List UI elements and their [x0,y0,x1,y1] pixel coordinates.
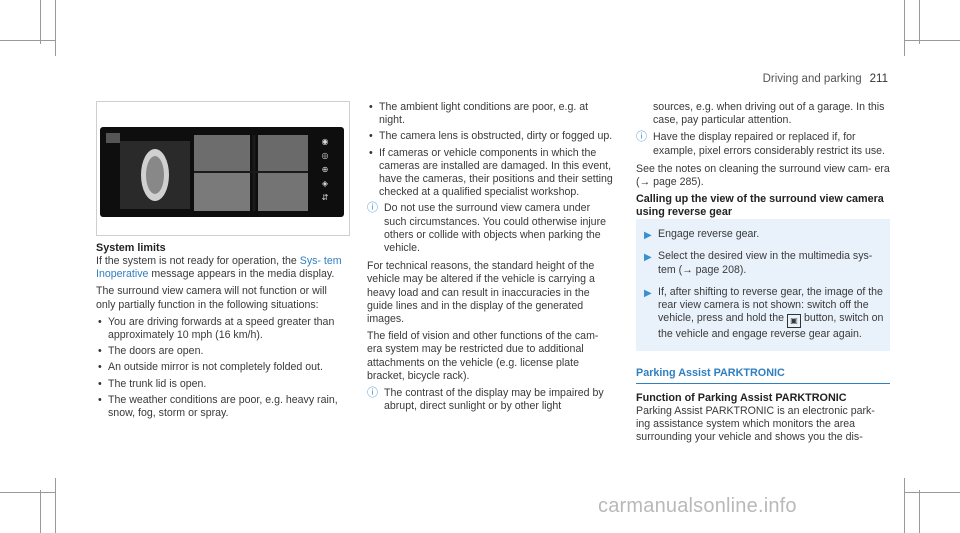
system-inoperative-link[interactable]: Sys- tem Inoperative [96,255,342,281]
arrow-right-icon: ▶ [644,252,652,264]
crop-mark [919,490,920,533]
info-icon: ⓘ [367,202,378,215]
situation-list: You are driving forwards at a speed grea… [96,316,348,420]
crop-mark [55,0,56,56]
crop-mark [904,40,960,41]
page-number: 211 [869,73,888,85]
note-text: Have the display repaired or replaced if… [653,131,885,157]
running-header: Driving and parking 211 [763,73,888,86]
step-text: Select the desired view in the multimedi… [658,250,873,276]
column-right: sources, e.g. when driving out of a gara… [636,101,890,448]
list-item: The weather conditions are poor, e.g. he… [96,394,348,420]
paragraph: Parking Assist PARKTRONIC is an electron… [636,404,875,444]
crop-mark [919,0,920,44]
note-text: Do not use the surround view camera unde… [384,202,606,255]
camera-display-image: ◉ ◎ ⊕ ◈ ⇵ [100,127,344,217]
step-text: If, after shifting to reverse gear, the … [658,285,883,325]
watermark: carmanualsonline.info [598,495,797,517]
arrow-right-icon: ▶ [644,287,652,299]
step: ▶ Select the desired view in the multime… [644,245,884,276]
heading-function: Function of Parking Assist PARKTRONIC [636,391,847,404]
paragraph: The field of vision and other functions … [367,330,599,382]
list-item: If cameras or vehicle components in whic… [367,147,615,200]
crop-mark [55,478,56,533]
instruction-panel: ▶ Engage reverse gear. ▶ Select the desi… [636,219,890,352]
crop-mark [904,478,905,533]
list-item: The camera lens is obstructed, dirty or … [367,130,615,143]
view-button-icon: ◈ [321,179,329,188]
info-icon: ⓘ [367,387,378,400]
crop-mark [904,0,905,56]
list-item: An outside mirror is not completely fold… [96,361,348,374]
step-text: Engage reverse gear. [658,228,760,241]
section-title: Parking Assist PARKTRONIC [636,367,890,384]
paragraph: For technical reasons, the standard heig… [367,260,595,326]
view-button-icon: ◎ [321,151,329,160]
paragraph: See the notes on cleaning the surround v… [636,162,890,189]
view-button-icon: ◉ [321,137,329,146]
step-text: button, switch on the vehicle and engage… [658,312,884,341]
note: ⓘ Do not use the surround view camera un… [367,202,615,255]
parking-camera-icon: ▣ [786,314,801,329]
header-section: Driving and parking [762,73,862,85]
column-middle: The ambient light conditions are poor, e… [367,101,615,418]
surround-view-figure: ◉ ◎ ⊕ ◈ ⇵ [96,101,350,236]
list-item: You are driving forwards at a speed grea… [96,316,348,342]
column-left: System limits If the system is not ready… [96,242,348,423]
text: If the system is not ready for operation… [96,255,300,267]
camera-view-graphic [106,133,308,211]
crop-mark [0,492,56,493]
crop-mark [40,490,41,533]
step: ▶ Engage reverse gear. [644,223,884,241]
view-button-icon: ⇵ [321,193,329,202]
note: ⓘ The contrast of the display may be imp… [367,387,615,413]
paragraph: The surround view camera will not functi… [96,285,327,311]
step: ▶ If, after shifting to reverse gear, th… [644,281,884,342]
list-item: The doors are open. [96,345,348,358]
arrow-right-icon: ▶ [644,230,652,242]
list-item: The trunk lid is open. [96,378,348,391]
heading-calling-up-view: Calling up the view of the surround view… [636,193,884,219]
paragraph: sources, e.g. when driving out of a gara… [653,101,885,127]
crop-mark [40,0,41,44]
heading-system-limits: System limits [96,242,166,254]
list-item: The ambient light conditions are poor, e… [367,101,615,127]
info-icon: ⓘ [636,131,647,144]
note-text: The contrast of the display may be impai… [384,387,604,413]
crop-mark [904,492,960,493]
situation-list: The ambient light conditions are poor, e… [367,101,615,199]
text: message appears in the media display. [148,268,335,281]
paragraph: If the system is not ready for operation… [96,255,348,281]
view-button-icon: ⊕ [321,165,329,174]
note: ⓘ Have the display repaired or replaced … [636,131,890,157]
crop-mark [0,40,56,41]
